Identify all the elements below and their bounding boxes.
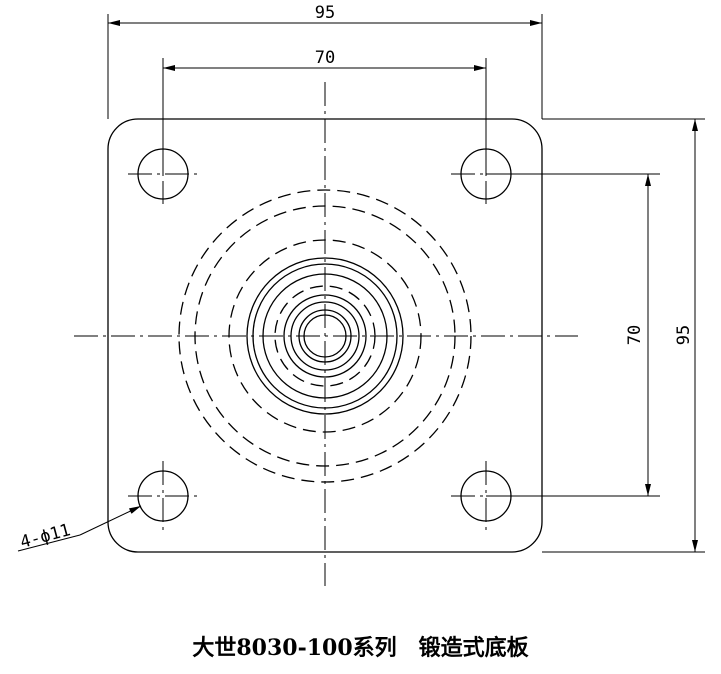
- dimension-overall-width-label: 95: [315, 3, 335, 23]
- dimension-overall-height: 95: [542, 118, 705, 553]
- hole-callout-label: 4-ϕ11: [18, 520, 73, 553]
- hidden-circle-outer: [178, 189, 472, 483]
- dimension-overall-height-label: 95: [674, 325, 694, 345]
- hub-circle-4: [283, 294, 367, 378]
- hub-circle-2: [252, 263, 398, 409]
- dimension-hole-spacing-horizontal: 70: [162, 48, 487, 174]
- hub-bore-circle: [303, 314, 347, 358]
- drawing-caption: 大世8030-100系列 锻造式底板: [192, 635, 529, 661]
- hole-callout-leader: 4-ϕ11: [17, 505, 142, 553]
- hub-circle-3: [262, 273, 388, 399]
- dimension-hole-spacing-vertical: 70: [486, 173, 660, 497]
- mounting-hole-bottom-left: [128, 461, 200, 531]
- mounting-hole-top-left: [128, 144, 200, 204]
- hub-circle-6: [298, 309, 352, 363]
- hub-circle-5: [290, 301, 360, 371]
- dimension-hole-spacing-vertical-label: 70: [625, 325, 645, 345]
- hub-circle-1: [246, 257, 404, 415]
- hidden-circle-large: [194, 205, 456, 467]
- hidden-circle-mid: [228, 239, 422, 433]
- dimension-overall-width: 95: [107, 3, 543, 119]
- hidden-circle-inner: [274, 285, 376, 387]
- dimension-hole-spacing-horizontal-label: 70: [315, 48, 335, 68]
